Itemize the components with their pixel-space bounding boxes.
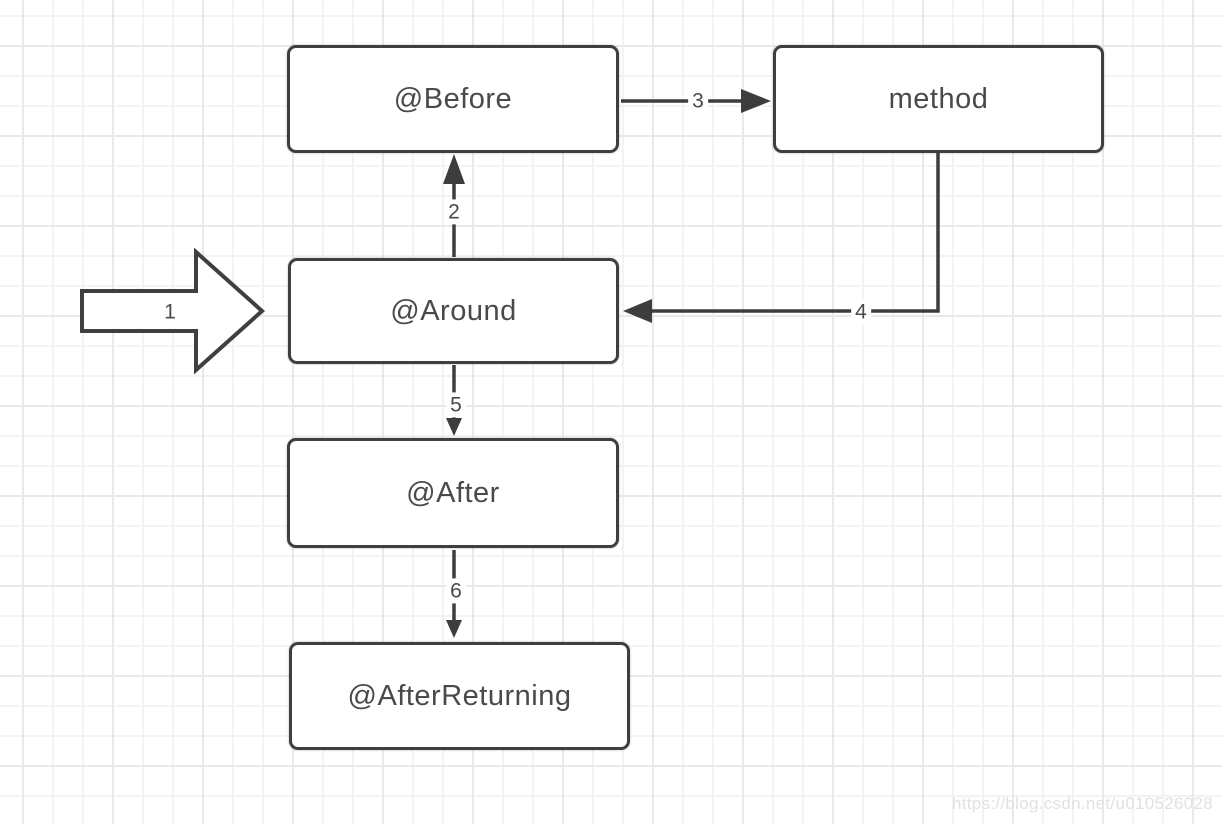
edge-label-4: 4 (851, 299, 871, 325)
node-before: @Before (287, 45, 619, 153)
node-after-returning: @AfterReturning (289, 642, 630, 750)
arrow-method-to-around (623, 153, 940, 323)
node-method: method (773, 45, 1104, 153)
node-around-label: @Around (390, 294, 517, 327)
node-after: @After (287, 438, 619, 548)
node-after-label: @After (406, 476, 500, 509)
node-before-label: @Before (393, 82, 513, 115)
node-method-label: method (888, 82, 989, 115)
edge-label-2: 2 (444, 199, 464, 225)
node-around: @Around (288, 258, 619, 364)
node-after-returning-label: @AfterReturning (347, 679, 572, 712)
edge-label-1: 1 (164, 300, 176, 324)
watermark-url: https://blog.csdn.net/u010526028 (951, 794, 1213, 813)
edge-label-3: 3 (688, 88, 708, 114)
edge-label-6: 6 (446, 578, 466, 604)
edge-label-5: 5 (446, 392, 466, 418)
